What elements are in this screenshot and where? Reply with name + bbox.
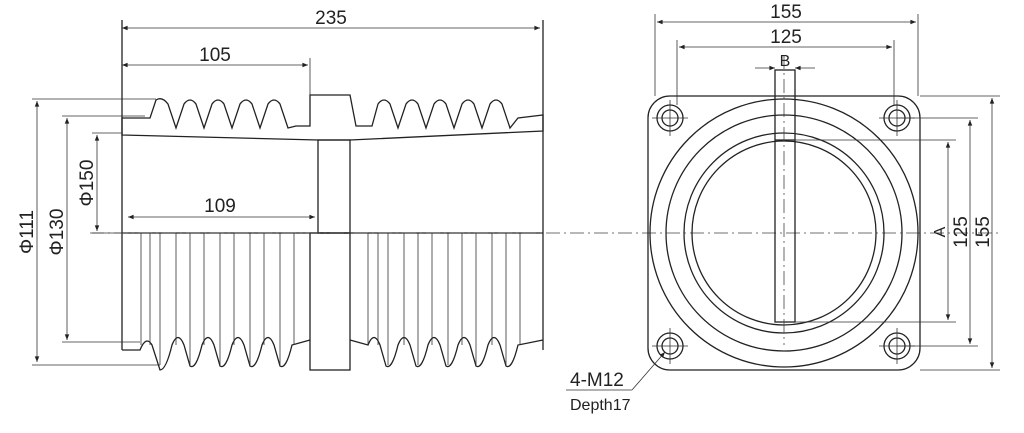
central-rib (317, 139, 351, 234)
dim-dia-150: Φ150 (77, 160, 98, 207)
section-hatch (121, 94, 544, 141)
hole-callout: 4-M12 (570, 370, 624, 391)
front-view: 155 125 B 155 125 A 4-M12 Depth17 (566, 2, 1000, 414)
elevation-lines (140, 233, 521, 365)
hole-depth: Depth17 (570, 397, 631, 414)
lower-convolutions (122, 336, 544, 371)
dim-125-height: 125 (951, 216, 972, 248)
dim-105: 105 (199, 45, 231, 66)
flange-lower (309, 232, 351, 371)
side-view: 235 105 109 Φ111 Φ130 Φ150 (17, 8, 1000, 371)
hole-top-left (652, 100, 688, 136)
dim-dia-130: Φ130 (47, 209, 68, 256)
dim-155-width: 155 (770, 2, 802, 23)
dim-dia-111: Φ111 (17, 210, 38, 254)
dim-109: 109 (204, 196, 236, 217)
dim-155-height: 155 (973, 216, 994, 248)
hole-bottom-left (652, 328, 688, 364)
dim-125-width: 125 (770, 27, 802, 48)
dim-a: A (932, 226, 949, 237)
slot (774, 69, 796, 323)
mounting-plate (647, 95, 921, 371)
dim-235: 235 (315, 8, 347, 29)
dim-b: B (780, 53, 791, 70)
